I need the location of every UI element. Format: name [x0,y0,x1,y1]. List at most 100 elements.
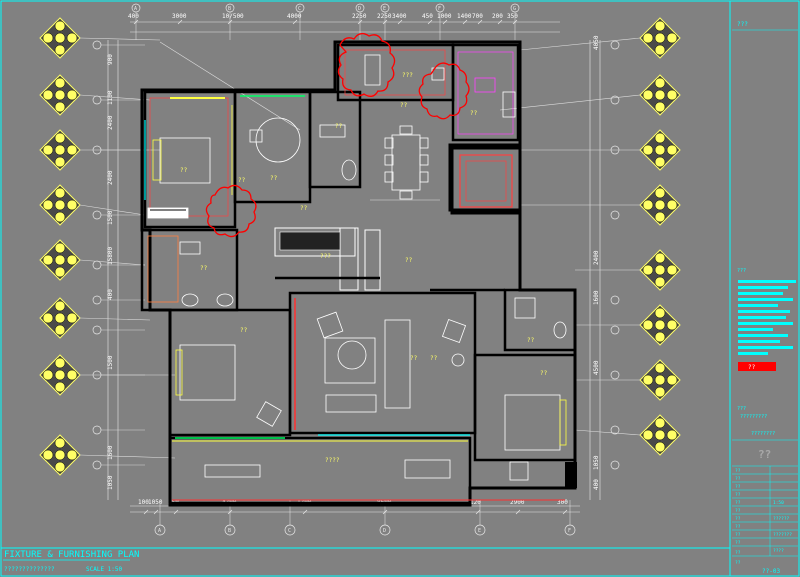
grid-marker-left [92,95,102,105]
grid-letter: G [513,6,516,12]
tb-field-label: ?? [735,468,741,474]
tb-note-bar [738,334,788,337]
tb-note-bar [738,316,786,319]
tb-project-label: ????????? [740,414,767,420]
grid-letter: B [228,6,231,12]
left-dim-label: 1050 [107,475,114,490]
left-dim-label: 2400 [107,170,114,185]
leader-lines [79,37,641,459]
room-label: ?? [430,355,438,362]
tb-note-bar [738,304,778,307]
dim-tick [475,509,481,515]
elevation-diamond-icon [639,304,681,346]
grid-letter: F [438,6,441,12]
tb-note-bar [738,286,788,289]
grid-marker-right [610,370,620,380]
tb-note-bar [738,328,773,331]
left-dim-label: 1500 [107,355,114,370]
tb-field-value: 1:50 [773,500,784,506]
dim-tick [477,19,483,25]
leader-line [79,259,146,266]
elevation-diamond-icon [39,17,81,59]
room-label: ?? [470,110,478,117]
grid-letter: F [568,528,571,534]
grid-marker-bottom [284,524,296,536]
room-label: ?? [270,175,278,182]
room-label: ?? [335,123,343,130]
grid-marker-top [295,3,305,13]
elevation-diamond-icon [39,129,81,171]
bottom-dim-label: 120 [470,499,481,506]
top-dim-label: 2250 [352,13,367,20]
room-label: ?? [180,167,188,174]
tb-field-value: ?????? [773,516,790,522]
leader-line [519,37,641,51]
left-dim-label: 1600 [107,445,114,460]
drawing-scale: SCALE 1:50 [86,566,123,573]
top-dim-label: 1000 [437,13,452,20]
grid-marker-top [131,3,141,13]
top-dim-label: 350 [507,13,518,20]
room-label: ??? [320,253,331,260]
grid-marker-left [92,210,102,220]
grid-marker-left [92,260,102,270]
top-dim-label: 4000 [287,13,302,20]
grid-marker-left [92,295,102,305]
grid-letter: A [134,6,137,12]
left-dim-label: 900 [107,54,114,65]
tb-field-grid: ????????????????????????1:50????????????… [732,439,798,566]
dim-tick [292,19,298,25]
grid-letter: C [288,528,291,534]
tb-field-label: ?? [735,476,741,482]
leader-line [499,94,641,111]
wall-layer [140,40,577,507]
room-label-layer: ?????????????????????????????????????? [180,72,548,464]
dim-tick [515,509,521,515]
leader-line [79,454,176,459]
grid-marker-right [610,325,620,335]
grid-letter: B [228,528,231,534]
tb-field-label: ?? [735,540,741,546]
left-dim-label: 15800 [107,247,114,265]
room-label: ??? [402,72,413,79]
bottom-dim-label: 1050 [148,499,163,506]
leader-line [79,317,151,321]
room-label: ?? [400,102,408,109]
right-dim-label: 400 [593,479,600,490]
elevation-diamond-icon [39,297,81,339]
grid-letter: C [298,6,301,12]
tb-sheet-no: ??-03 [762,568,780,575]
dim-tick [442,19,448,25]
leader-line [574,429,641,436]
elevation-diamond-icon [39,354,81,396]
top-dim-label: 450 [422,13,433,20]
elevation-diamond-icon [39,184,81,226]
elevation-diamond-icon [39,74,81,116]
grid-marker-bottom [154,524,166,536]
top-dim-label: 400 [128,13,139,20]
dim-tick [173,509,179,515]
furniture-layer [147,54,567,481]
right-dim-label: 1600 [593,290,600,305]
tb-red-stamp [738,362,776,371]
right-dim-label: 1050 [593,455,600,470]
grid-letter: E [383,6,386,12]
elevation-diamond-icon [639,414,681,456]
grid-marker-right [610,95,620,105]
tb-field-label: ?? [735,516,741,522]
grid-marker-right [610,425,620,435]
tb-company: ??? [737,21,748,28]
tb-field-label: ?? [735,532,741,538]
grid-marker-right [610,210,620,220]
revision-clouds [205,32,470,238]
left-dim-label: 1500 [107,210,114,225]
tb-designer-label: ??? [737,406,746,412]
tb-field-value: ???? [773,548,784,554]
bottom-dim-label: 2900 [510,499,525,506]
left-dim-label: 1100 [107,90,114,105]
room-label: ?? [410,355,418,362]
left-dim-label: 2400 [107,115,114,130]
